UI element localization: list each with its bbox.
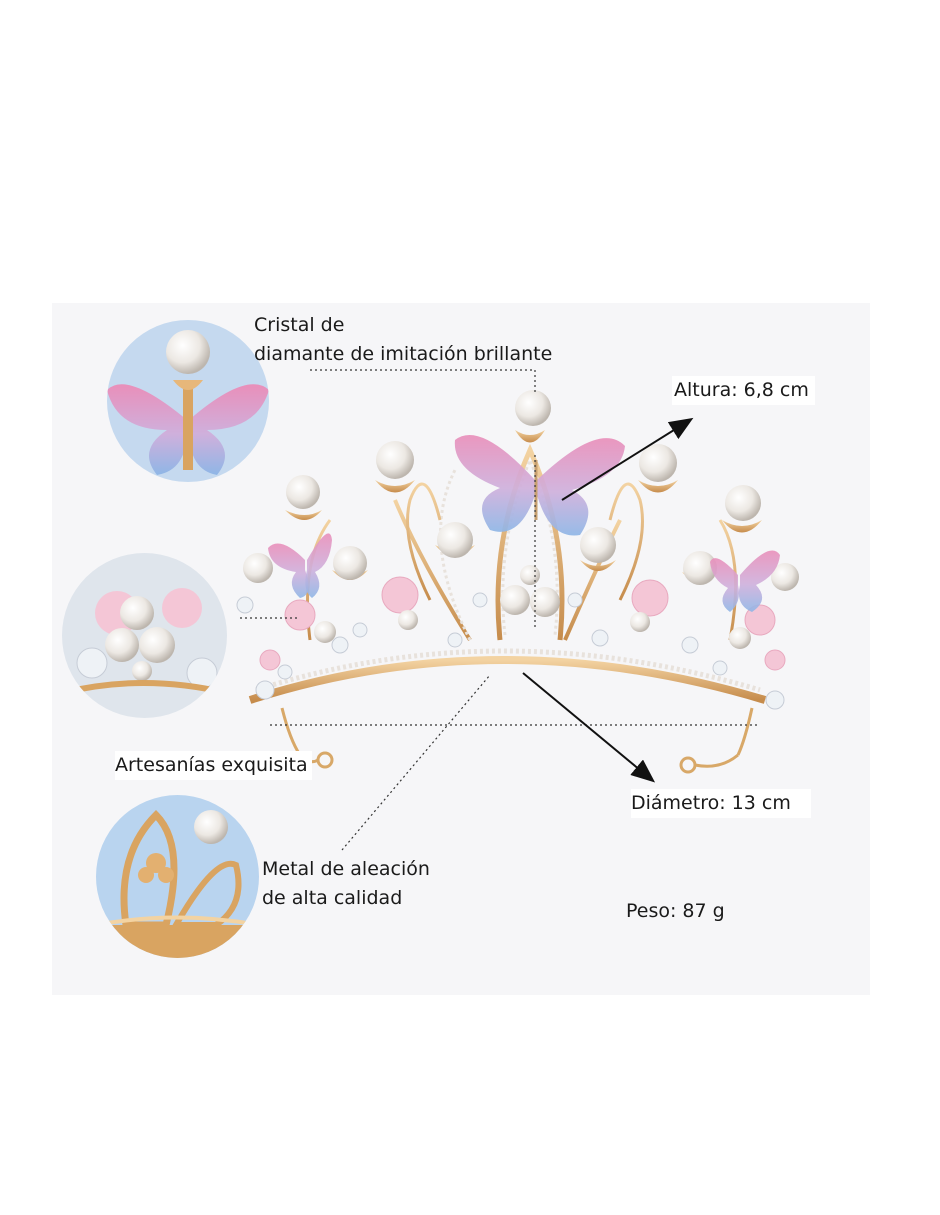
crystal-label-line2: diamante de imitación brillante (254, 343, 553, 365)
diameter-label: Diámetro: 13 cm (631, 789, 811, 818)
metal-label-line1: Metal de aleación (262, 858, 430, 880)
crystal-label-line1: Cristal de (254, 314, 345, 336)
craft-label: Artesanías exquisita (115, 751, 312, 780)
detail-circle-pearls (62, 553, 227, 718)
metal-label-line2: de alta calidad (262, 887, 403, 909)
butterfly-icon (710, 550, 780, 612)
arrow-icon (561, 417, 694, 501)
detail-circle-butterfly (107, 320, 269, 482)
detail-circle-metal (96, 795, 259, 958)
height-label: Altura: 6,8 cm (672, 376, 815, 405)
weight-label: Peso: 87 g (626, 900, 725, 922)
butterfly-icon (268, 533, 332, 598)
arrow-icon (522, 672, 656, 783)
butterfly-icon (454, 435, 625, 536)
